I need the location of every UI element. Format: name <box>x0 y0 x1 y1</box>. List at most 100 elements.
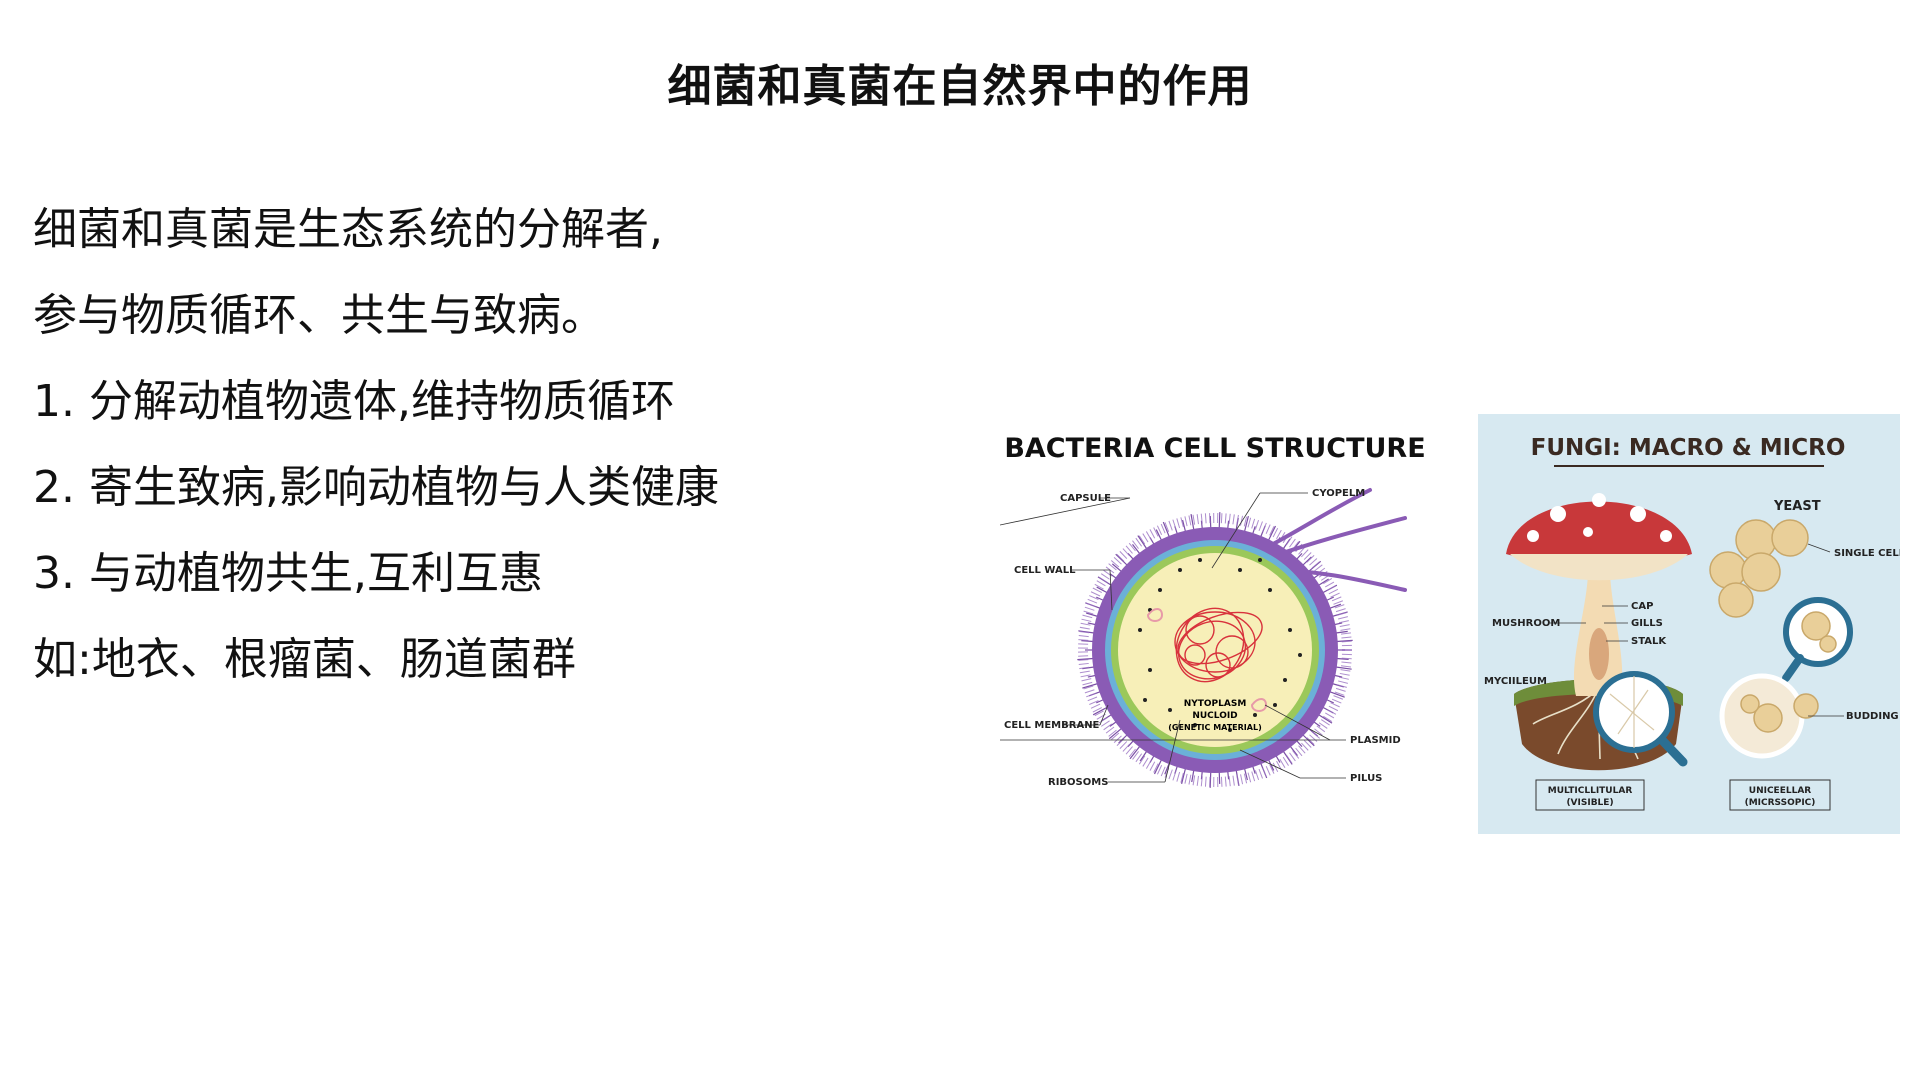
pilus-strand <box>1227 771 1230 780</box>
examples-line: 如:地衣、根瘤菌、肠道菌群 <box>33 634 576 685</box>
nucleoid-dna <box>1174 607 1263 683</box>
pilus-strand <box>1227 520 1230 529</box>
mycelium-magnifier-handle <box>1657 735 1688 767</box>
pilus-strand <box>1336 657 1349 660</box>
yeast-magnifier-handle <box>1782 654 1804 682</box>
pilus-strand <box>1329 603 1342 609</box>
fungi-figure-title: FUNGI: MACRO & MICRO <box>1531 435 1846 461</box>
unicellular-box <box>1729 779 1831 811</box>
pilus-strand <box>1252 526 1256 535</box>
pilus-strand <box>1096 586 1108 594</box>
center-label-3: (GENETIC MATERIAL) <box>1168 723 1261 732</box>
mycelium-detail <box>1609 676 1655 748</box>
pilus-strand <box>1267 525 1277 541</box>
pilus-strand <box>1326 699 1335 704</box>
pilus-strand <box>1289 745 1298 756</box>
label-capsule: CAPSULE <box>1060 493 1111 504</box>
pilus-strand <box>1086 612 1098 617</box>
pilus-strand <box>1127 552 1134 560</box>
ribosomes <box>1138 558 1302 732</box>
pilus-strand <box>1190 513 1195 530</box>
pilus-strand <box>1092 706 1108 716</box>
pilus-strand <box>1209 771 1212 788</box>
intro-line-1: 细菌和真菌是生态系统的分解者, <box>33 204 663 255</box>
label-stalk: STALK <box>1631 636 1667 647</box>
yeast-cells <box>1709 519 1809 618</box>
pilus-strand <box>1162 521 1170 538</box>
label-yeast: YEAST <box>1773 499 1821 514</box>
label-ribosoms: RIBOSOMS <box>1048 777 1108 788</box>
pilus-strand <box>1155 529 1163 541</box>
pilus-strand <box>1243 768 1248 781</box>
fungi-diagram: FUNGI: MACRO & MICRO <box>1484 435 1900 811</box>
pilus-strand <box>1111 563 1122 573</box>
pilus-strand <box>1109 721 1117 727</box>
pilus-strand <box>1118 734 1128 744</box>
pilus-strand <box>1132 544 1141 555</box>
pilus-strand <box>1318 578 1329 586</box>
center-label-2: NUCLOID <box>1192 711 1237 721</box>
budding-side-cell <box>1793 693 1819 719</box>
multicellular-box <box>1535 779 1645 811</box>
pilus-strand <box>1200 771 1203 780</box>
pilus-strand <box>1164 762 1170 775</box>
bacteria-diagram: BACTERIA CELL STRUCTURE <box>1000 433 1426 788</box>
pilus-strand <box>1313 721 1321 727</box>
pilus-strand <box>1329 691 1345 698</box>
label-gills: GILLS <box>1631 618 1663 629</box>
pilus-strand <box>1252 765 1256 774</box>
pilus-strand <box>1137 535 1148 550</box>
pilus-strand <box>1267 759 1275 771</box>
pilus-strand <box>1334 674 1343 678</box>
cap-spots <box>1527 493 1672 542</box>
pilus-strand <box>1109 573 1117 579</box>
pilus-strand <box>1318 714 1333 724</box>
pilus-strand <box>1191 770 1195 783</box>
pilus-strand <box>1302 556 1312 566</box>
body-text: 细菌和真菌是生态系统的分解者, 参与物质循环、共生与致病。 1. 分解动植物遗体… <box>33 187 993 703</box>
pilus-strand <box>1275 755 1281 763</box>
label-cyopelm: CYOPELM <box>1312 488 1365 499</box>
pilus-strand <box>1095 596 1104 601</box>
intro-line-2: 参与物质循环、共生与致病。 <box>33 290 605 341</box>
fungi-illustration: FUNGI: MACRO & MICRO <box>1478 414 1900 834</box>
stalk-inner <box>1589 628 1609 680</box>
point-1: 1. 分解动植物遗体,维持物质循环 <box>33 376 675 427</box>
label-mushroom: MUSHROOM <box>1492 618 1560 629</box>
unicellular-label: UNICEELLAR <box>1749 786 1812 796</box>
pilus-strand <box>1200 520 1203 529</box>
pilus-strand <box>1115 553 1128 566</box>
pilus-strand <box>1296 740 1303 748</box>
pilus-strand <box>1335 630 1348 634</box>
pilus-strand <box>1243 515 1249 532</box>
pilus-strand <box>1095 699 1104 704</box>
label-cell-membrane: CELL MEMBRANE <box>1004 720 1100 731</box>
multicellular-label: MULTICLLITULAR <box>1548 786 1633 796</box>
label-leaders <box>1000 492 1346 783</box>
pilus-strand <box>1153 759 1163 775</box>
pilus-strand <box>1326 596 1335 601</box>
label-plasmid: PLASMID <box>1350 735 1401 746</box>
pilus-strand <box>1336 639 1353 643</box>
budding-cell-body <box>1753 703 1783 733</box>
pilus-strand <box>1082 683 1098 689</box>
pilus-strand <box>1127 740 1134 748</box>
label-budding: BUDDING <box>1846 711 1899 722</box>
single-cell-small <box>1819 635 1837 653</box>
pilus-strand <box>1335 666 1352 670</box>
pilus-strand <box>1334 622 1343 626</box>
bacteria-cell-illustration: BACTERIA CELL STRUCTURE <box>1000 420 1430 820</box>
label-cap: CAP <box>1631 601 1653 612</box>
center-label-1: NYTOPLASM <box>1184 699 1247 709</box>
multicellular-sublabel: (VISIBLE) <box>1566 798 1613 808</box>
mushroom-gills <box>1510 554 1688 581</box>
bacteria-figure-title: BACTERIA CELL STRUCTURE <box>1004 433 1425 464</box>
fungi-label-leaders <box>1550 543 1844 717</box>
label-mycelium: MYCIILEUM <box>1484 676 1547 687</box>
single-cell <box>1801 611 1831 641</box>
point-3: 3. 与动植物共生,互利互惠 <box>33 548 543 599</box>
pilus-strand <box>1087 622 1096 626</box>
pilus-strand <box>1182 519 1187 532</box>
pilus-strand <box>1139 750 1148 762</box>
pilus-strand <box>1129 745 1141 760</box>
